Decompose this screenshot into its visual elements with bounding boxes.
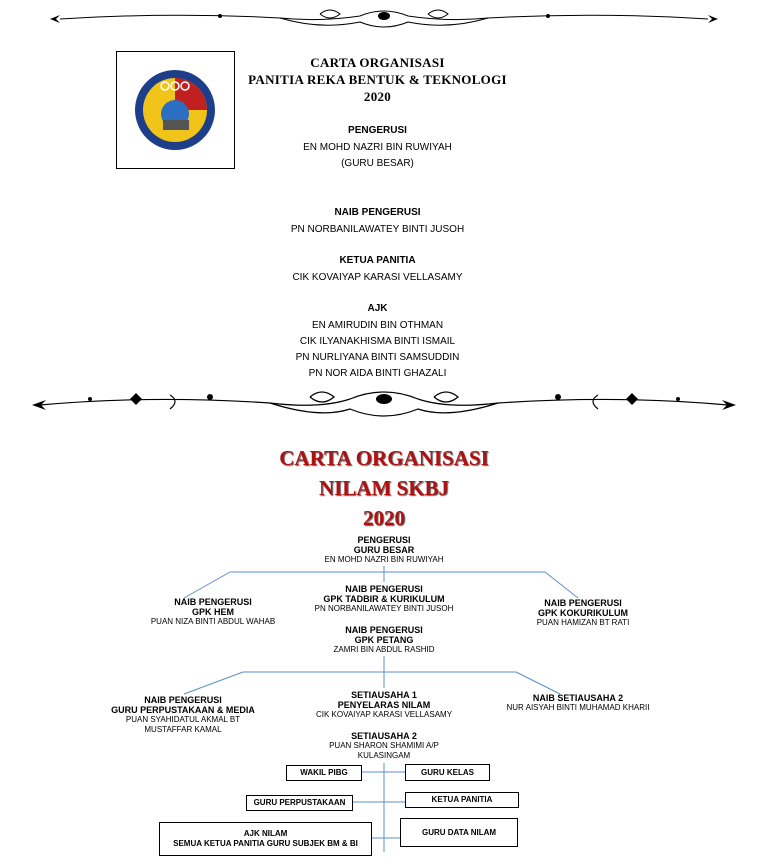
node-naib-petang: NAIB PENGERUSI GPK PETANG ZAMRI BIN ABDU… [284,625,484,655]
node-role: NAIB PENGERUSI [174,597,252,607]
node-name: MUSTAFFAR KAMAL [144,725,222,734]
top-ornament [50,9,718,28]
person-name: PN NOR AIDA BINTI GHAZALI [308,368,447,379]
person-name: CIK ILYANAKHISMA BINTI ISMAIL [299,336,456,347]
box-ajk-nilam: AJK NILAM SEMUA KETUA PANITIA GURU SUBJE… [159,822,372,856]
school-logo-frame [116,51,235,169]
person-note: (GURU BESAR) [341,158,414,169]
title-line: 2020 [363,89,392,104]
title-line: CARTA ORGANISASI [310,55,445,70]
node-role: GPK TADBIR & KURIKULUM [323,594,445,604]
pengerusi-section: PENGERUSI EN MOHD NAZRI BIN RUWIYAH (GUR… [220,125,535,172]
node-role: PENGERUSI [357,535,411,545]
box-guru-data-nilam: GURU DATA NILAM [400,818,518,847]
title-line: CARTA ORGANISASI [279,446,489,470]
node-setiausaha-2: SETIAUSAHA 2 PUAN SHARON SHAMIMI A/P KUL… [284,731,484,761]
divider-ornament [32,391,736,417]
ajk-section: AJK EN AMIRUDIN BIN OTHMAN CIK ILYANAKHI… [220,303,535,382]
role-label: NAIB PENGERUSI [334,207,421,218]
node-name: ZAMRI BIN ABDUL RASHID [333,645,435,654]
school-logo [135,70,215,150]
node-naib-tadbir: NAIB PENGERUSI GPK TADBIR & KURIKULUM PN… [284,584,484,614]
node-pengerusi: PENGERUSI GURU BESAR EN MOHD NAZRI BIN R… [284,535,484,565]
person-name: CIK KOVAIYAP KARASI VELLASAMY [292,272,463,283]
box-label: GURU PERPUSTAKAAN [253,798,346,807]
naib-pengerusi-section: NAIB PENGERUSI PN NORBANILAWATEY BINTI J… [220,207,535,238]
node-name: KULASINGAM [357,751,411,760]
role-label: KETUA PANITIA [339,255,416,266]
box-label: GURU DATA NILAM [421,827,497,837]
box-label: SEMUA KETUA PANITIA GURU SUBJEK BM & BI [173,839,358,848]
box-label: AJK NILAM [243,829,288,838]
node-naib-setiausaha-2: NAIB SETIAUSAHA 2 NUR AISYAH BINTI MUHAM… [486,693,670,713]
node-name: PUAN NIZA BINTI ABDUL WAHAB [150,617,276,626]
node-role: SETIAUSAHA 1 [351,690,417,700]
panitia-title: CARTA ORGANISASI PANITIA REKA BENTUK & T… [220,54,535,105]
ketua-panitia-section: KETUA PANITIA CIK KOVAIYAP KARASI VELLAS… [220,255,535,286]
box-label: WAKIL PIBG [300,768,348,777]
box-guru-kelas: GURU KELAS [405,764,490,781]
node-setiausaha-1: SETIAUSAHA 1 PENYELARAS NILAM CIK KOVAIY… [284,690,484,720]
node-name: CIK KOVAIYAP KARASI VELLASAMY [315,710,453,719]
node-name: PUAN SHARON SHAMIMI A/P [329,741,439,750]
box-guru-perpustakaan: GURU PERPUSTAKAAN [246,795,353,811]
node-role: GPK HEM [191,607,234,617]
node-role: SETIAUSAHA 2 [351,731,417,741]
node-role: NAIB PENGERUSI [544,598,622,608]
role-label: PENGERUSI [348,125,407,136]
node-name: EN MOHD NAZRI BIN RUWIYAH [324,555,444,564]
node-role: NAIB PENGERUSI [144,695,222,705]
node-name: NUR AISYAH BINTI MUHAMAD KHARII [506,703,650,712]
node-naib-kokurikulum: NAIB PENGERUSI GPK KOKURIKULUM PUAN HAMI… [490,598,676,628]
person-name: PN NURLIYANA BINTI SAMSUDDIN [295,352,460,363]
box-label: KETUA PANITIA [431,795,493,804]
node-role: GURU BESAR [353,545,415,555]
node-naib-hem: NAIB PENGERUSI GPK HEM PUAN NIZA BINTI A… [120,597,306,627]
node-name: PN NORBANILAWATEY BINTI JUSOH [314,604,454,613]
node-role: PENYELARAS NILAM [337,700,431,710]
box-wakil-pibg: WAKIL PIBG [286,765,362,781]
node-role: GPK KOKURIKULUM [538,608,628,618]
nilam-title: CARTA ORGANISASI NILAM SKBJ 2020 [200,443,568,533]
person-name: EN MOHD NAZRI BIN RUWIYAH [303,142,452,153]
title-line: PANITIA REKA BENTUK & TEKNOLOGI [248,72,507,87]
node-role: NAIB PENGERUSI [345,625,423,635]
node-role: NAIB PENGERUSI [345,584,423,594]
title-line: 2020 [363,506,405,530]
person-name: EN AMIRUDIN BIN OTHMAN [311,320,444,331]
person-name: PN NORBANILAWATEY BINTI JUSOH [290,224,465,235]
node-name: PUAN HAMIZAN BT RATI [536,618,630,627]
node-role: GURU PERPUSTAKAAN & MEDIA [111,705,255,715]
box-label: GURU KELAS [421,767,474,777]
title-line: NILAM SKBJ [318,476,450,500]
node-naib-perpustakaan: NAIB PENGERUSI GURU PERPUSTAKAAN & MEDIA… [95,695,271,735]
node-role: NAIB SETIAUSAHA 2 [532,693,624,703]
box-ketua-panitia: KETUA PANITIA [405,792,519,808]
role-label: AJK [367,303,388,314]
node-role: GPK PETANG [354,635,414,645]
node-name: PUAN SYAHIDATUL AKMAL BT [125,715,241,724]
